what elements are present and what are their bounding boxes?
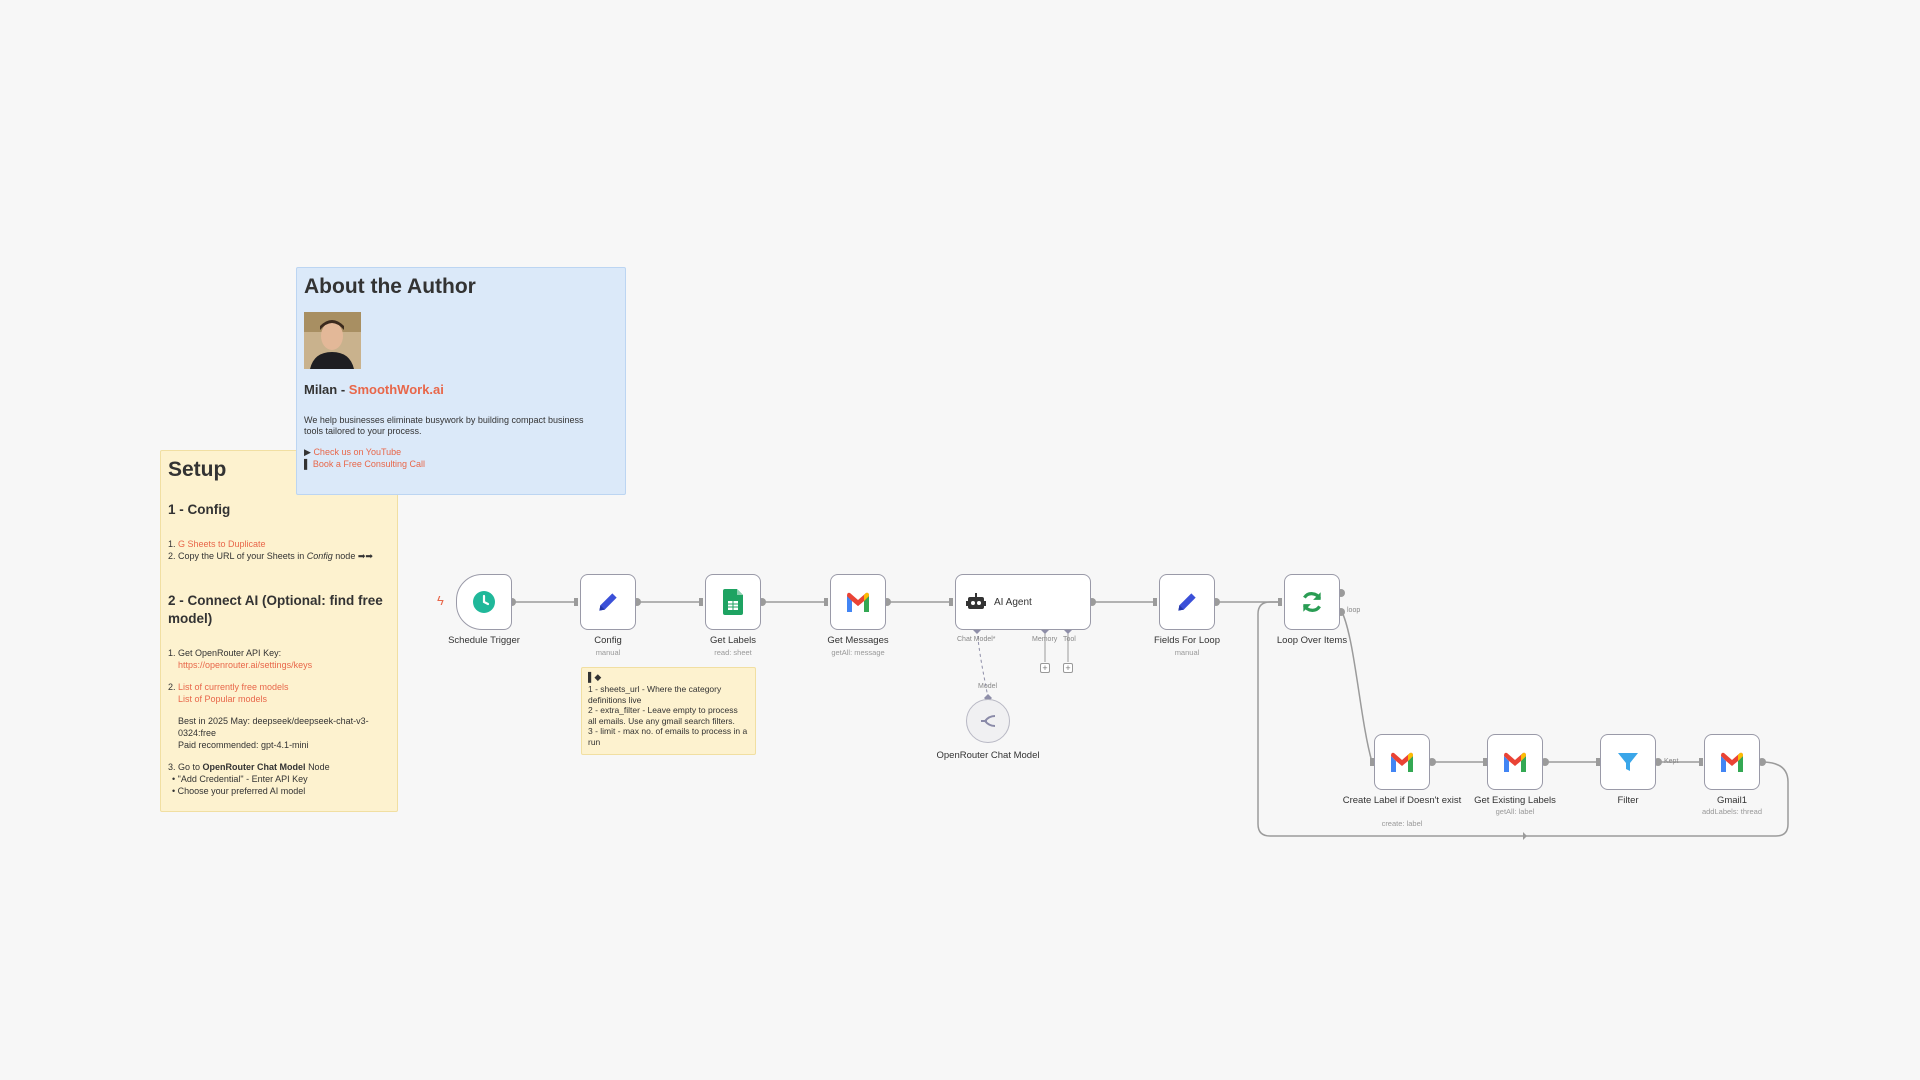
smoothwork-link[interactable]: SmoothWork.ai [348, 382, 444, 397]
get-messages-sub: getAll: message [831, 648, 885, 657]
get-existing-labels-sub: getAll: label [1495, 807, 1535, 816]
loop-port-label: loop [1347, 607, 1361, 614]
pen-icon [599, 593, 617, 611]
google-sheets-icon [723, 589, 743, 615]
get-messages-label: Get Messages [827, 635, 889, 646]
calendar-icon: ▌ [304, 459, 311, 469]
author-description: We help businesses eliminate busywork by… [304, 415, 584, 436]
gmail1-node[interactable] [1704, 734, 1760, 790]
ai-agent-node[interactable]: AI Agent [955, 574, 1091, 630]
config-heading: 1 - Config [168, 502, 231, 517]
refresh-icon [1302, 592, 1322, 612]
loop-over-items-label: Loop Over Items [1276, 635, 1348, 646]
robot-icon [966, 593, 986, 609]
get-labels-label: Get Labels [710, 635, 756, 646]
config-label: Config [594, 635, 622, 646]
setup-title: Setup [168, 458, 227, 481]
gmail-icon [1721, 752, 1743, 772]
ai-steps: 1. Get OpenRouter API Key: https://openr… [168, 647, 393, 797]
youtube-link[interactable]: Check us on YouTube [313, 447, 402, 457]
clock-icon [473, 591, 495, 613]
config-node[interactable] [580, 574, 636, 630]
tool-port-label: Tool [1063, 636, 1076, 643]
openrouter-keys-link[interactable]: https://openrouter.ai/settings/keys [178, 660, 313, 670]
gmail1-label: Gmail1 [1716, 795, 1748, 806]
kept-port-label: Kept [1664, 758, 1679, 765]
memory-port-label: Memory [1032, 636, 1058, 643]
author-avatar [304, 312, 361, 369]
schedule-trigger-label: Schedule Trigger [448, 635, 520, 646]
add-memory-button[interactable]: + [1040, 663, 1050, 673]
author-name: Milan - SmoothWork.ai [304, 382, 444, 397]
get-existing-labels-node[interactable] [1487, 734, 1543, 790]
ai-heading: 2 - Connect AI (Optional: find free mode… [168, 593, 383, 626]
openrouter-label: OpenRouter Chat Model [936, 750, 1040, 761]
popular-models-link[interactable]: List of Popular models [178, 694, 268, 704]
loop-over-items-node[interactable] [1284, 574, 1340, 630]
author-title: About the Author [304, 275, 476, 298]
consulting-call-link[interactable]: Book a Free Consulting Call [312, 459, 425, 469]
add-tool-button[interactable]: + [1063, 663, 1073, 673]
create-label-node[interactable] [1374, 734, 1430, 790]
sheets-duplicate-link[interactable]: G Sheets to Duplicate [178, 539, 266, 549]
schedule-trigger-node[interactable] [456, 574, 512, 630]
fields-for-loop-node[interactable] [1159, 574, 1215, 630]
author-links: ▶ Check us on YouTube ▌ Book a Free Cons… [304, 446, 425, 470]
filter-node[interactable] [1600, 734, 1656, 790]
play-icon: ▶ [304, 447, 311, 457]
gmail-icon [847, 592, 869, 612]
get-existing-labels-label: Get Existing Labels [1474, 795, 1556, 806]
gmail-icon [1391, 752, 1413, 772]
free-models-link[interactable]: List of currently free models [178, 682, 289, 692]
gmail-icon [1504, 752, 1526, 772]
pen-icon [1178, 593, 1196, 611]
config-sticky-note[interactable]: ▌◆ 1 - sheets_url - Where the category d… [581, 667, 756, 755]
create-label-label: Create Label if Doesn't exist [1342, 795, 1462, 806]
fields-for-loop-sub: manual [1174, 648, 1200, 657]
config-sub: manual [595, 648, 621, 657]
pin-icon: ▌◆ [588, 672, 602, 682]
fields-for-loop-label: Fields For Loop [1153, 635, 1220, 646]
get-labels-node[interactable] [705, 574, 761, 630]
chat-model-port-label: Chat Model* [957, 636, 996, 643]
get-labels-sub: read: sheet [714, 648, 752, 657]
model-port-label: Model [978, 683, 998, 690]
author-sticky-note[interactable]: About the Author Milan - SmoothWork.ai W… [296, 267, 626, 495]
get-messages-node[interactable] [830, 574, 886, 630]
filter-label: Filter [1617, 795, 1639, 806]
ai-agent-title: AI Agent [994, 596, 1032, 608]
config-steps: 1. G Sheets to Duplicate 2. Copy the URL… [168, 539, 373, 561]
openrouter-chat-model-node[interactable] [966, 699, 1010, 743]
trigger-bolt-icon: ϟ [437, 593, 444, 608]
gmail1-sub: addLabels: thread [1701, 807, 1763, 816]
create-label-sub: create: label [1381, 819, 1423, 828]
setup-sticky-note[interactable]: Setup 1 - Config 1. G Sheets to Duplicat… [160, 450, 398, 812]
filter-icon [1618, 753, 1638, 771]
openrouter-icon [981, 715, 996, 727]
